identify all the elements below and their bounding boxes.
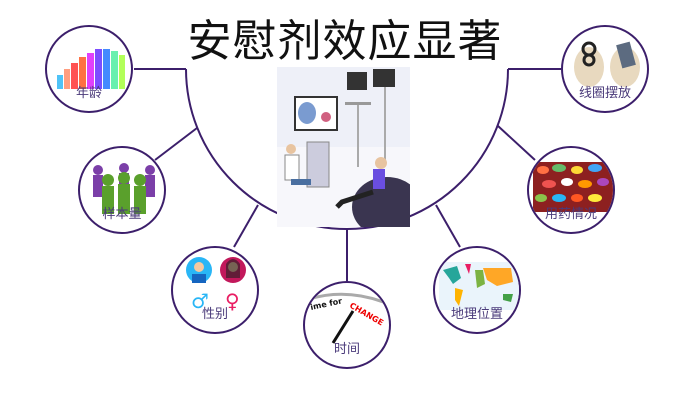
connector-sample (154, 127, 198, 161)
factor-label: 年龄 (75, 86, 102, 101)
people-aging-icon (57, 49, 125, 89)
factor-label: 线圈摆放 (578, 86, 631, 101)
connector-gender (233, 204, 259, 248)
factor-medication: 用药情况 (527, 146, 615, 234)
factor-time: ime for CHANGE 时间 (303, 281, 391, 369)
world-map-icon (439, 262, 519, 310)
svg-text:CHANGE: CHANGE (348, 301, 385, 328)
gauge-icon: ime for CHANGE (308, 292, 389, 344)
factor-label: 时间 (333, 342, 360, 357)
factor-geo: 地理位置 (433, 246, 521, 334)
gender-icon: ♂ ♀ (186, 257, 246, 313)
factor-label: 性别 (201, 307, 228, 322)
connector-medication (497, 125, 536, 161)
crowd-icon (93, 163, 155, 214)
factor-label: 用药情况 (544, 207, 597, 222)
svg-text:♀: ♀ (225, 289, 240, 313)
eeg-lab-illustration (277, 67, 410, 227)
factor-label: 样本量 (102, 207, 142, 222)
factor-coil: 线圈摆放 (561, 25, 649, 113)
factor-gender: ♂ ♀ 性别 (171, 246, 259, 334)
svg-text:♂: ♂ (191, 289, 209, 313)
factor-sample: 样本量 (78, 146, 166, 234)
factor-label: 地理位置 (450, 307, 503, 322)
factor-age: 年龄 (45, 25, 133, 113)
page-title: 安慰剂效应显著 (187, 16, 503, 67)
pills-icon (533, 162, 613, 212)
tms-coil-head-icon (574, 41, 640, 87)
connector-geo (435, 204, 461, 248)
